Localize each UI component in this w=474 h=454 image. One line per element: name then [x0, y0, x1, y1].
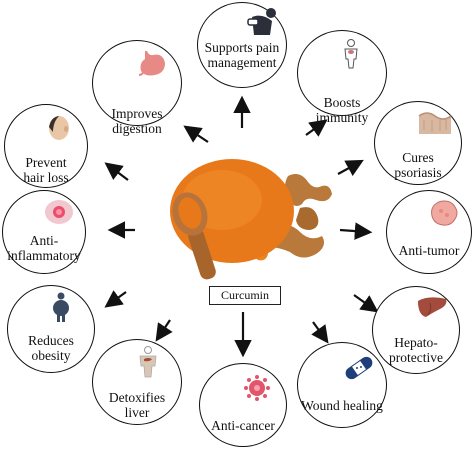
arrow-to-hepato: [353, 294, 379, 313]
arrow-to-wound: [311, 321, 329, 344]
benefit-node-obesity: Reduces obesity: [7, 285, 95, 373]
arrow-to-digestion: [183, 125, 209, 143]
benefit-node-hepato: Hepato- protective: [372, 286, 460, 374]
benefit-label-hair: Prevent hair loss: [23, 155, 69, 185]
wooden-spoon: [172, 192, 216, 280]
benefit-label-pain: Supports pain management: [204, 40, 280, 70]
benefit-label-tumor: Anti-tumor: [398, 243, 460, 258]
benefit-node-psoriasis: Cures psoriasis: [374, 101, 462, 185]
benefit-label-immunity: Boosts immunity: [315, 95, 369, 125]
center-label-curcumin: Curcumin: [209, 286, 281, 305]
benefit-label-wound: Wound healing: [301, 398, 383, 413]
benefit-label-psoriasis: Cures psoriasis: [394, 150, 442, 180]
benefit-label-hepato: Hepato- protective: [389, 335, 443, 365]
arrow-to-psoriasis: [337, 159, 364, 177]
turmeric-root: [285, 174, 332, 206]
arrow-to-tumor: [339, 222, 373, 240]
benefit-node-tumor: Anti-tumor: [386, 190, 472, 274]
benefit-label-obesity: Reduces obesity: [28, 333, 74, 363]
arrow-to-liver: [155, 319, 173, 342]
benefit-label-inflammatory: Anti- inflammatory: [7, 233, 81, 263]
benefit-node-pain: Supports pain management: [197, 2, 287, 88]
benefit-node-inflammatory: Anti- inflammatory: [2, 190, 86, 274]
benefit-node-cancer: Anti-cancer: [199, 363, 287, 447]
benefit-label-liver: Detoxifies liver: [108, 390, 166, 420]
benefit-node-digestion: Improves digestion: [92, 40, 182, 136]
benefit-node-hair: Prevent hair loss: [4, 104, 88, 188]
arrow-to-obesity: [104, 290, 127, 308]
arrow-to-hair: [104, 162, 129, 181]
benefit-node-immunity: Boosts immunity: [297, 30, 387, 125]
benefit-label-digestion: Improves digestion: [111, 106, 163, 136]
turmeric-root: [296, 207, 319, 230]
benefit-label-cancer: Anti-cancer: [211, 418, 275, 433]
arrow-to-immunity: [305, 119, 328, 137]
benefit-node-liver: Detoxifies liver: [92, 339, 182, 425]
benefit-node-wound: Wound healing: [297, 342, 387, 428]
